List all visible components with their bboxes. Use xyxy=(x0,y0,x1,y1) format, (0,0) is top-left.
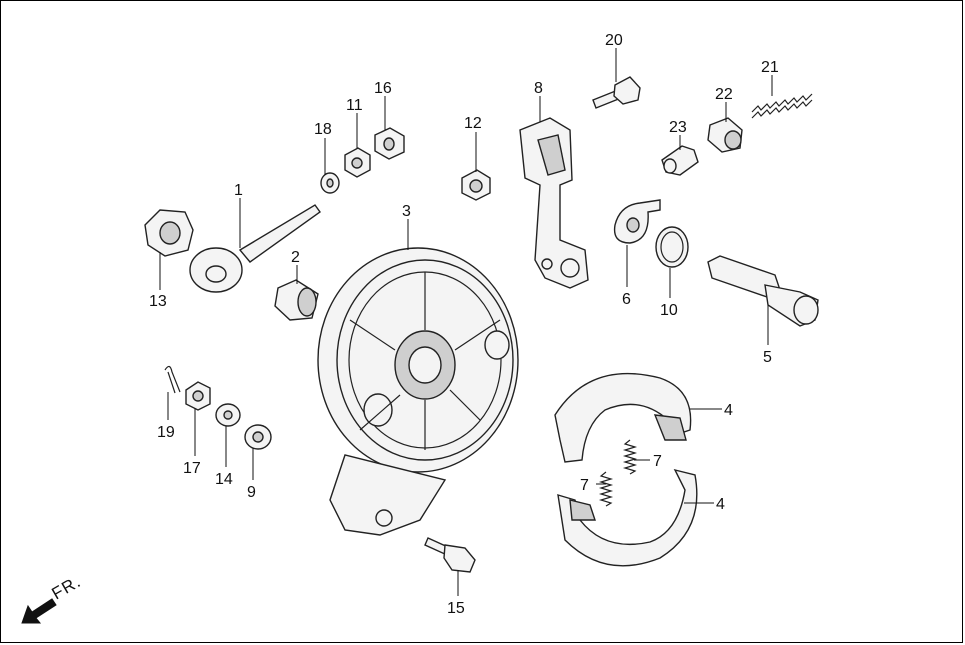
callout-4-upper: 4 xyxy=(724,402,733,419)
callout-8: 8 xyxy=(534,80,543,97)
part-washer-18 xyxy=(320,172,340,194)
part-bolt-20 xyxy=(592,76,641,109)
part-nut-16 xyxy=(374,127,405,160)
callout-19: 19 xyxy=(157,424,175,441)
callout-17: 17 xyxy=(183,460,201,477)
front-direction-indicator: FR. xyxy=(21,572,85,624)
part-shoe-spring-upper xyxy=(622,439,638,475)
part-castle-nut-17 xyxy=(185,381,211,411)
part-cotter-pin-19 xyxy=(164,365,181,394)
callout-4-lower: 4 xyxy=(716,496,725,513)
part-nut-11 xyxy=(344,147,371,178)
front-direction-label: FR. xyxy=(49,572,85,604)
callout-1: 1 xyxy=(234,182,243,199)
part-collar-9 xyxy=(244,424,272,450)
callout-22: 22 xyxy=(715,86,733,103)
part-brake-shoe-upper xyxy=(554,372,692,463)
part-nut-12 xyxy=(461,169,491,201)
part-brake-panel xyxy=(317,247,519,536)
part-washer-14 xyxy=(215,403,241,427)
part-brake-cam xyxy=(707,255,819,327)
part-shoe-spring-lower xyxy=(598,471,614,507)
part-indicator-plate xyxy=(613,199,661,244)
callout-7-lower: 7 xyxy=(580,477,589,494)
part-spring-21 xyxy=(751,93,813,119)
leader-lines xyxy=(159,48,773,596)
callout-labels: 1 2 3 4 4 5 6 7 7 8 9 10 11 12 13 14 15 … xyxy=(149,32,779,617)
part-pin-22 xyxy=(707,117,743,153)
part-rubber-bush xyxy=(274,279,319,321)
part-brake-shoe-lower xyxy=(557,468,698,567)
callout-6: 6 xyxy=(622,291,631,308)
front-direction-arrow-icon xyxy=(21,598,57,624)
callout-15: 15 xyxy=(447,600,465,617)
callout-23: 23 xyxy=(669,119,687,136)
part-chain-adjuster xyxy=(189,204,321,293)
callout-21: 21 xyxy=(761,59,779,76)
callout-20: 20 xyxy=(605,32,623,49)
part-bolt-15 xyxy=(424,537,476,573)
callout-7-upper: 7 xyxy=(653,453,662,470)
callout-2: 2 xyxy=(291,249,300,266)
callout-14: 14 xyxy=(215,471,233,488)
callout-16: 16 xyxy=(374,80,392,97)
part-seal-10 xyxy=(655,226,689,268)
part-flange-nut xyxy=(144,209,194,257)
part-joint-23 xyxy=(661,145,699,176)
callout-13: 13 xyxy=(149,293,167,310)
callout-3: 3 xyxy=(402,203,411,220)
callout-9: 9 xyxy=(247,484,256,501)
callout-12: 12 xyxy=(464,115,482,132)
callout-10: 10 xyxy=(660,302,678,319)
callout-11: 11 xyxy=(346,97,363,114)
callout-18: 18 xyxy=(314,121,332,138)
part-brake-arm xyxy=(519,117,589,289)
callout-5: 5 xyxy=(763,349,772,366)
